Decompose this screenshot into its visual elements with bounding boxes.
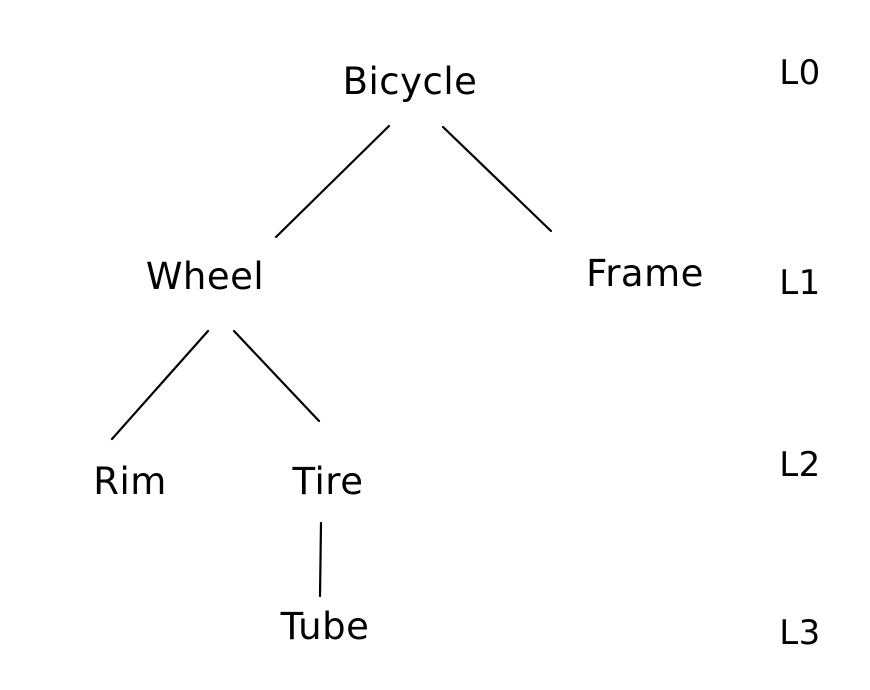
node-wheel: Wheel <box>145 255 265 298</box>
edge-wheel-tire <box>232 329 321 423</box>
node-rim: Rim <box>93 460 167 503</box>
level-label-l2: L2 <box>779 445 821 485</box>
edge-tire-tube <box>318 521 323 598</box>
edge-bicycle-wheel <box>274 124 391 239</box>
level-label-l0: L0 <box>779 53 821 93</box>
node-frame: Frame <box>586 252 704 295</box>
level-label-l1: L1 <box>779 263 821 303</box>
edge-bicycle-frame <box>441 125 553 233</box>
node-bicycle: Bicycle <box>342 60 478 103</box>
node-tire: Tire <box>292 460 364 503</box>
edge-wheel-rim <box>110 329 210 441</box>
level-label-l3: L3 <box>779 613 821 653</box>
node-tube: Tube <box>280 605 370 648</box>
